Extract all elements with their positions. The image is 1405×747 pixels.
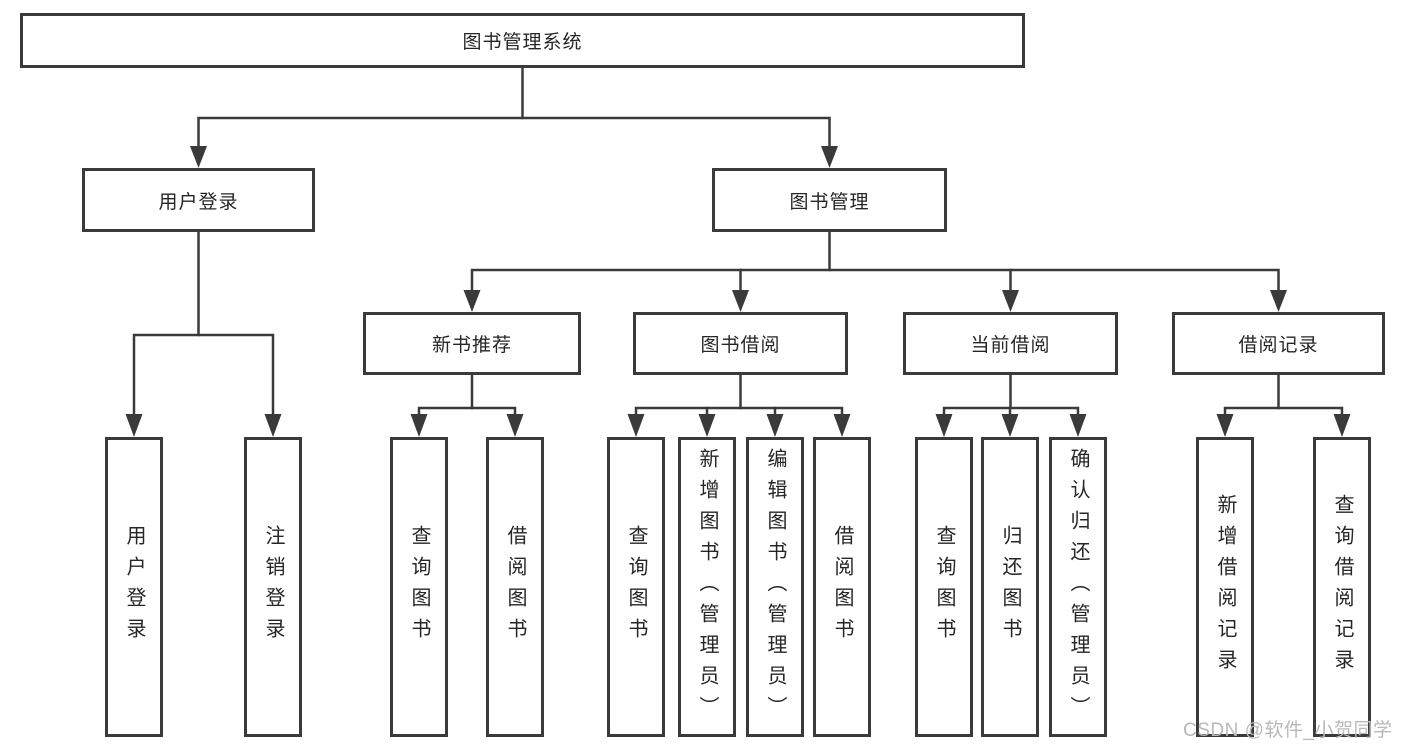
edge-root-rail — [197, 116, 831, 152]
node-current-borrowing: 当前借阅 — [903, 312, 1118, 375]
node-root: 图书管理系统 — [20, 13, 1025, 68]
watermark-text: CSDN @软件_小贺同学 — [1183, 720, 1393, 741]
leaf-user-login: 用户登录 — [105, 437, 163, 737]
leaf-cb-query-books: 查询图书 — [915, 437, 973, 737]
leaf-logout: 注销登录 — [244, 437, 302, 737]
leaf-bb-query-books: 查询图书 — [607, 437, 665, 737]
leaf-cb-confirm-return: 确认归还（管理员） — [1049, 437, 1107, 737]
edge-userlogin-rail — [132, 333, 275, 420]
edge-bookmgmt-rail — [470, 268, 1280, 295]
node-book-management: 图书管理 — [712, 168, 947, 232]
node-user-login: 用户登录 — [82, 168, 315, 232]
leaf-br-add-record: 新增借阅记录 — [1196, 437, 1254, 737]
arrowheads — [125, 146, 1351, 437]
node-book-borrowing: 图书借阅 — [633, 312, 848, 375]
leaf-br-query-record: 查询借阅记录 — [1313, 437, 1371, 737]
leaf-bb-edit-books: 编辑图书（管理员） — [746, 437, 804, 737]
leaf-bb-borrow-books: 借阅图书 — [813, 437, 871, 737]
leaf-nbr-borrow-books: 借阅图书 — [486, 437, 544, 737]
leaf-cb-return-books: 归还图书 — [981, 437, 1039, 737]
leaf-bb-add-books: 新增图书（管理员） — [678, 437, 736, 737]
node-borrowing-records: 借阅记录 — [1172, 312, 1385, 375]
node-new-book-recommend: 新书推荐 — [363, 312, 581, 375]
leaf-nbr-query-books: 查询图书 — [390, 437, 448, 737]
